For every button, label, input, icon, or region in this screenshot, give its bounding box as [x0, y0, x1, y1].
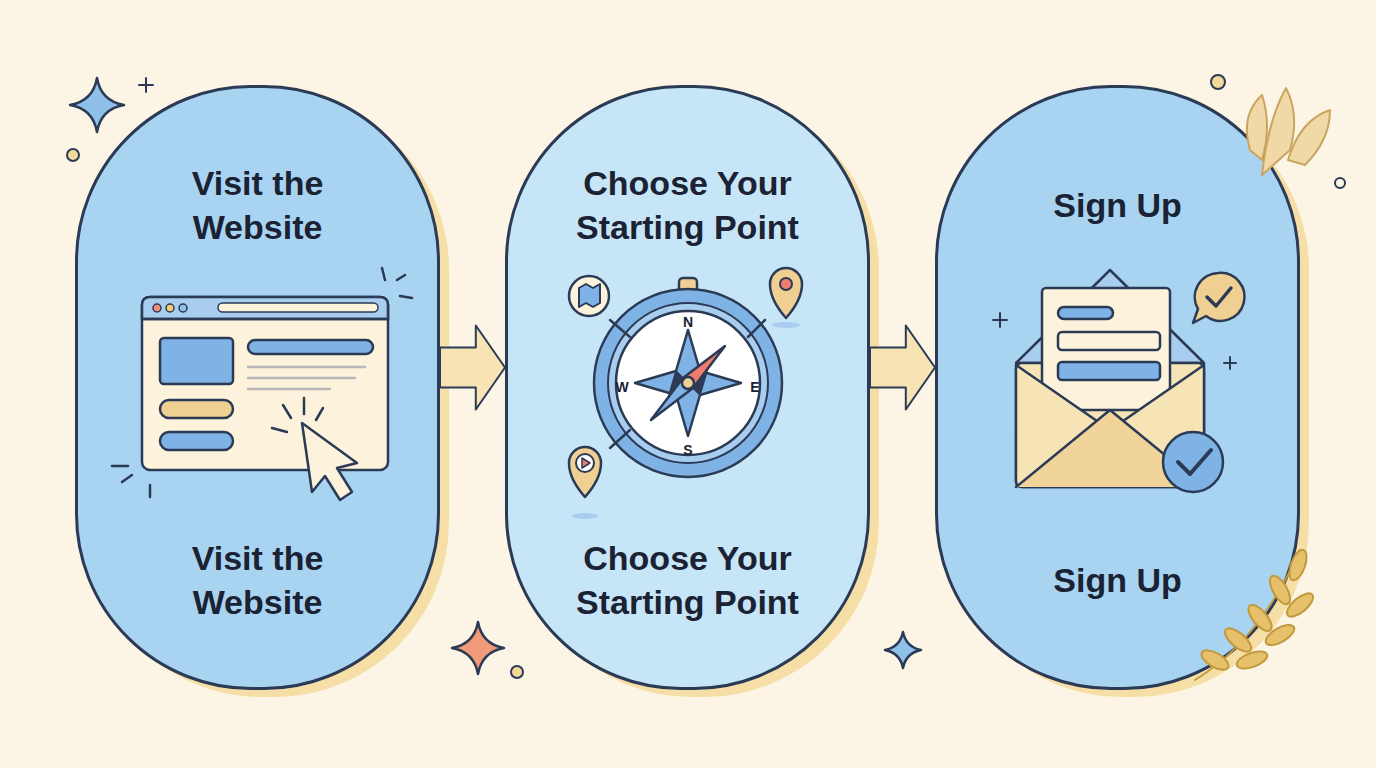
- process-pill: Sign Up Sign Up: [935, 85, 1300, 690]
- compass-icon: [569, 268, 802, 519]
- compass-letter: W: [615, 380, 628, 394]
- sparkle: [70, 78, 124, 132]
- node-caption: Choose Your Starting Point: [553, 536, 823, 624]
- node-caption: Visit the Website: [123, 536, 393, 624]
- node-heading: Visit the Website: [123, 161, 393, 249]
- dot: [1335, 178, 1345, 188]
- leaf-branch: [1195, 548, 1317, 680]
- leaf-sprig: [1247, 88, 1330, 175]
- dot: [67, 149, 79, 161]
- compass-letter: E: [750, 380, 759, 394]
- dot: [511, 666, 523, 678]
- node-caption: Sign Up: [983, 558, 1253, 602]
- browser-icon: [112, 268, 412, 500]
- compass-letter: S: [683, 443, 692, 457]
- pill-shape: [935, 85, 1300, 690]
- envelope-icon: [993, 270, 1244, 492]
- sparkle: [885, 632, 921, 668]
- node-heading: Sign Up: [983, 183, 1253, 227]
- block-arrow: [440, 326, 505, 410]
- process-pill: Choose Your Starting PointChoose Your St…: [505, 85, 870, 690]
- dot: [1211, 75, 1225, 89]
- block-arrow: [870, 326, 935, 410]
- sparkle: [452, 622, 504, 674]
- process-pill: Visit the WebsiteVisit the Website: [75, 85, 440, 690]
- compass-letter: N: [683, 315, 693, 329]
- node-heading: Choose Your Starting Point: [553, 161, 823, 249]
- sparkle: [139, 78, 153, 92]
